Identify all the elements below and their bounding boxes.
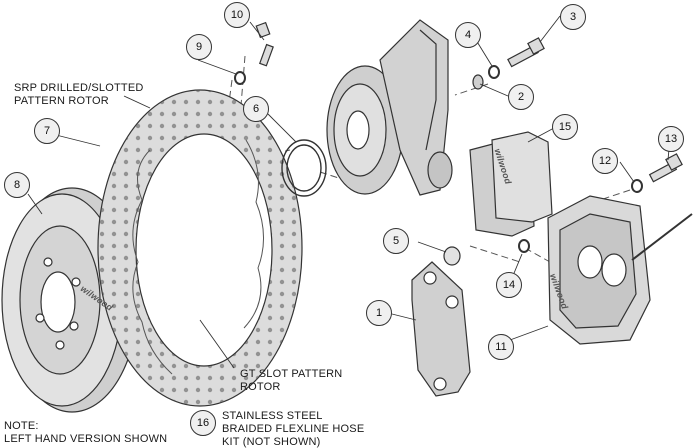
- srp-rotor-label-line1: SRP DRILLED/SLOTTED: [14, 82, 144, 94]
- hose-kit-label-line3: KIT (NOT SHOWN): [222, 436, 321, 448]
- callout-11: 11: [488, 334, 514, 360]
- callout-6: 6: [243, 96, 269, 122]
- bolt-3: [507, 37, 545, 68]
- note-label: NOTE: LEFT HAND VERSION SHOWN: [4, 420, 167, 446]
- callout-3: 3: [560, 4, 586, 30]
- washer-9: [234, 71, 246, 85]
- washer-12: [631, 179, 643, 193]
- hub-ring: [281, 139, 327, 197]
- callout-8: 8: [4, 172, 30, 198]
- note-label-line1: NOTE:: [4, 420, 39, 432]
- callout-9: 9: [186, 34, 212, 60]
- srp-rotor-label-line2: PATTERN ROTOR: [14, 95, 109, 107]
- caliper-bracket: [411, 261, 471, 397]
- bolt-13: [648, 153, 683, 183]
- note-label-line2: LEFT HAND VERSION SHOWN: [4, 433, 168, 445]
- bolt-10: [255, 21, 274, 67]
- caliper-pin: [631, 213, 693, 261]
- callout-2: 2: [508, 84, 534, 110]
- hose-kit-label-line1: STAINLESS STEEL: [222, 410, 323, 422]
- callout-1: 1: [366, 300, 392, 326]
- spacer-14: [518, 239, 530, 253]
- gt-rotor-label-line1: GT SLOT PATTERN: [240, 368, 343, 380]
- caliper: [547, 195, 651, 345]
- spacer-5: [443, 246, 461, 266]
- gt-rotor-label: GT SLOT PATTERN ROTOR: [240, 368, 342, 394]
- spacer-2: [472, 74, 484, 90]
- callout-14: 14: [496, 272, 522, 298]
- hose-kit-label: STAINLESS STEEL BRAIDED FLEXLINE HOSE KI…: [222, 410, 364, 448]
- leader-lines: [27, 15, 671, 369]
- hose-kit-label-line2: BRAIDED FLEXLINE HOSE: [222, 423, 365, 435]
- hub-spindle: [326, 19, 453, 196]
- srp-drilled-rotor: [97, 89, 303, 407]
- gt-rotor-label-line2: ROTOR: [240, 381, 281, 393]
- callout-15: 15: [552, 114, 578, 140]
- callout-10: 10: [224, 2, 250, 28]
- washer-4: [488, 65, 500, 79]
- brake-pads: [469, 131, 553, 237]
- srp-rotor-label: SRP DRILLED/SLOTTED PATTERN ROTOR: [14, 82, 144, 108]
- callout-5: 5: [383, 228, 409, 254]
- callout-7: 7: [34, 118, 60, 144]
- callout-12: 12: [592, 148, 618, 174]
- callout-16: 16: [190, 410, 216, 436]
- callout-4: 4: [455, 22, 481, 48]
- callout-13: 13: [658, 126, 684, 152]
